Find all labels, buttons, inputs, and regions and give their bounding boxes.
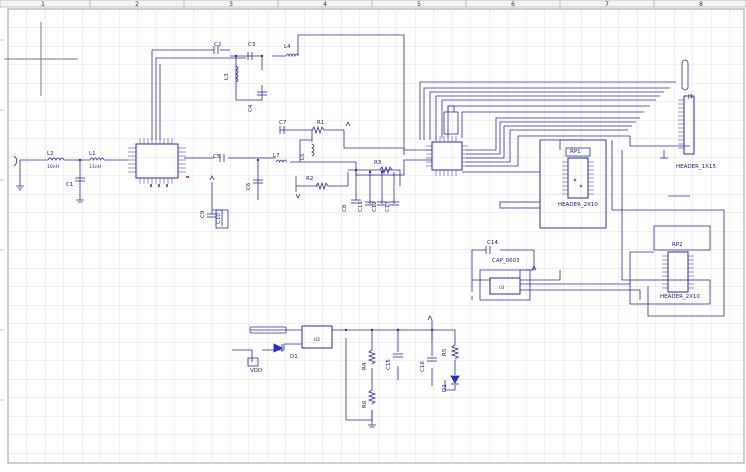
rp1-frame: [539, 139, 607, 229]
label-c14: C14: [487, 240, 498, 246]
label-r5: R5: [442, 348, 448, 356]
capacitor-c5: [219, 154, 225, 162]
label-c8: C8: [342, 204, 348, 212]
capacitor-c16: [427, 357, 437, 362]
label-l1-value: 11nH: [89, 164, 101, 170]
vdd-connector: [247, 357, 259, 367]
label-j1: J1: [687, 94, 693, 100]
capacitor-c1: [75, 177, 85, 203]
resistor-r1: [311, 125, 325, 135]
led-d2: [450, 375, 460, 385]
capacitor-c7: [279, 126, 285, 134]
resistor-r2: [315, 181, 329, 191]
ruler-col-8: 8: [699, 1, 703, 8]
capacitor-c6: [253, 179, 263, 184]
sheet-grid: [8, 9, 744, 463]
label-r3: R3: [374, 160, 382, 166]
label-d1: D1: [290, 354, 298, 360]
ruler-col-6: 6: [511, 1, 515, 8]
label-r6: R6: [362, 400, 368, 408]
capacitor-c4: [257, 91, 267, 96]
junctions: [78, 54, 434, 332]
inductor-l5: [311, 143, 315, 157]
label-c5: C5: [213, 154, 221, 160]
label-c6: C6: [246, 182, 252, 190]
header-j1: [660, 59, 695, 159]
label-u3: U3: [499, 285, 505, 290]
label-u2: U2: [314, 337, 320, 343]
label-c16: C16: [420, 361, 426, 372]
inductor-l7: [275, 159, 287, 163]
header-rp1: [562, 147, 594, 199]
ruler-col-1: 1: [41, 1, 45, 8]
ruler-col-7: 7: [605, 1, 609, 8]
capacitor-c14: [485, 246, 491, 254]
regulator-u2: [249, 325, 333, 349]
label-header-j1: HEADER_1X15: [676, 164, 716, 170]
label-l5: L5: [300, 153, 306, 160]
diode-d1: [273, 343, 283, 353]
label-l2-value: 10nH: [47, 164, 59, 170]
crosshair-cursor-icon: [4, 22, 78, 96]
resistor-r6: [367, 389, 377, 405]
chip-u2-small: [479, 269, 531, 301]
label-c1: C1: [66, 182, 73, 188]
resistor-r4: [367, 349, 377, 365]
ruler-col-4: 4: [323, 1, 327, 8]
ruler-col-2: 2: [135, 1, 139, 8]
resistor-r3: [379, 165, 393, 175]
label-r4: R4: [362, 362, 368, 370]
capacitor-c12: [377, 201, 387, 206]
label-c12: C12: [372, 201, 378, 212]
power-flag-icons: [209, 121, 537, 321]
netlabel-box: [499, 201, 541, 209]
left-ruler: [0, 39, 4, 401]
label-l7: L7: [273, 153, 280, 159]
capacitor-c3: [247, 52, 253, 60]
ruler-col-5: 5: [417, 1, 421, 8]
label-r2: R2: [306, 176, 313, 182]
label-rp1: RP1: [570, 149, 581, 155]
label-c9: C9: [200, 210, 206, 218]
capacitor-c10: [215, 209, 229, 229]
inductor-l2: [47, 157, 65, 161]
label-c2: C2: [214, 42, 221, 48]
label-c15: C15: [386, 359, 392, 370]
antenna-connector-icon: [13, 155, 24, 191]
label-rp2: RP2: [672, 242, 683, 248]
label-c7: C7: [279, 120, 287, 126]
resistor-r5: [450, 344, 460, 360]
chip-u1: [128, 138, 189, 187]
inductor-l4: [285, 53, 299, 58]
label-r1: R1: [317, 120, 324, 126]
label-header-rp1: HEADER_2X10: [558, 202, 598, 208]
label-l3: L3: [224, 73, 230, 80]
label-c4: C4: [248, 104, 254, 112]
label-l2: L2: [47, 151, 54, 157]
sheet-border: [7, 8, 745, 464]
label-c10: C10: [216, 213, 222, 224]
header-rp2: [629, 225, 711, 305]
capacitor-c9: [207, 213, 217, 218]
inductor-l3: [235, 65, 239, 83]
capacitor-c2: [213, 46, 230, 54]
top-ruler: 1 2 3 4 5 6 7 8: [0, 0, 746, 8]
label-header-rp2: HEADER_2X10: [660, 294, 700, 300]
label-c3: C3: [248, 42, 256, 48]
chip-u3: [426, 105, 468, 176]
label-c13: C13: [385, 201, 391, 212]
label-l4: L4: [284, 44, 291, 50]
label-l1: L1: [89, 151, 96, 157]
ruler-col-3: 3: [229, 1, 233, 8]
label-d2: D2: [442, 384, 448, 392]
label-cap-0603: CAP_0603: [492, 258, 520, 264]
label-vdd: VDD: [250, 368, 262, 374]
inductor-l1: [89, 157, 105, 161]
capacitor-c15: [393, 353, 403, 358]
capacitor-c11: [365, 201, 375, 206]
capacitor-c8: [351, 199, 361, 204]
label-c11: C11: [358, 201, 364, 212]
capacitor-c13: [389, 201, 399, 206]
